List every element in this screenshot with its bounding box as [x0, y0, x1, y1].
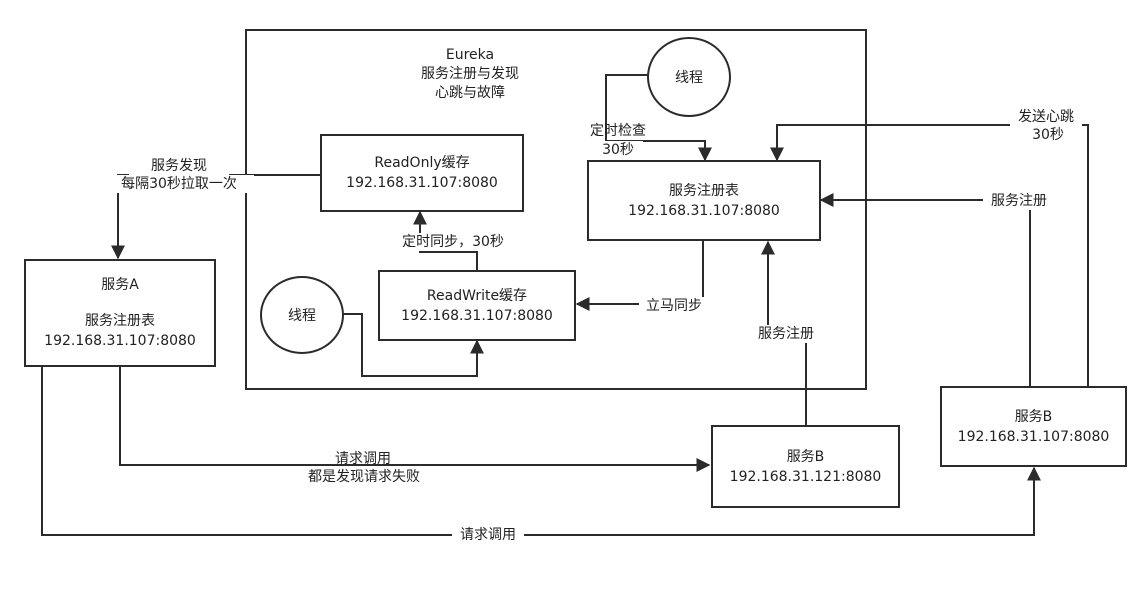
eureka-title: Eureka [445, 47, 495, 63]
request-bottom-arrow [41, 366, 1041, 536]
heartbeat-arrow [770, 124, 1089, 386]
service-a-box: 服务A 服务注册表 192.168.31.107:8080 [24, 259, 216, 367]
timed-check-label-1: 定时检查 [590, 123, 646, 139]
timed-check-label-2: 30秒 [593, 141, 643, 159]
request-label-2: 都是发现请求失败 [294, 468, 434, 486]
service-b-mid-address: 192.168.31.121:8080 [729, 468, 882, 485]
thread-top-circle: 线程 [647, 37, 731, 117]
thread-left-arrow [343, 313, 484, 377]
eureka-line1: 服务注册与发现 [421, 66, 519, 82]
service-b-right-address: 192.168.31.107:8080 [957, 428, 1110, 445]
service-b-right-name: 服务B [1014, 408, 1053, 425]
request-bottom-label: 请求调用 [452, 526, 524, 544]
request-label-1: 请求调用 [335, 451, 391, 467]
request-arrow [119, 366, 711, 472]
service-a-address: 192.168.31.107:8080 [44, 333, 196, 349]
register-right-label: 服务注册 [983, 192, 1055, 210]
registry-name: 服务注册表 [669, 182, 739, 199]
readwrite-cache-box: ReadWrite缓存 192.168.31.107:8080 [378, 270, 576, 341]
immediate-sync-label: 立马同步 [639, 297, 709, 315]
readwrite-cache-address: 192.168.31.107:8080 [401, 307, 553, 324]
readonly-cache-name: ReadOnly缓存 [374, 155, 470, 171]
service-a-sub: 服务注册表 [85, 313, 155, 329]
service-a-name: 服务A [101, 277, 139, 293]
service-b-mid-name: 服务B [786, 448, 825, 465]
readonly-cache-box: ReadOnly缓存 192.168.31.107:8080 [320, 134, 524, 212]
eureka-container [245, 29, 867, 390]
discovery-label-2: 每隔30秒拉取一次 [104, 175, 254, 193]
timed-sync-label: 定时同步，30秒 [392, 233, 514, 251]
registry-box: 服务注册表 192.168.31.107:8080 [587, 160, 821, 241]
register-mid-label: 服务注册 [750, 325, 822, 343]
service-b-right-box: 服务B 192.168.31.107:8080 [940, 386, 1127, 467]
readonly-cache-address: 192.168.31.107:8080 [346, 175, 498, 191]
eureka-line2: 心跳与故障 [435, 85, 505, 101]
service-b-mid-box: 服务B 192.168.31.121:8080 [711, 425, 900, 508]
timed-sync-arrow [413, 210, 478, 270]
heartbeat-label-1: 发送心跳 [1010, 108, 1082, 126]
discovery-label-1: 服务发现 [129, 157, 229, 175]
registry-address: 192.168.31.107:8080 [628, 202, 780, 219]
readwrite-cache-name: ReadWrite缓存 [426, 287, 528, 304]
thread-left-label: 线程 [288, 308, 316, 324]
thread-left-circle: 线程 [260, 276, 344, 354]
thread-top-label: 线程 [675, 70, 703, 86]
heartbeat-label-2: 30秒 [1023, 126, 1073, 144]
